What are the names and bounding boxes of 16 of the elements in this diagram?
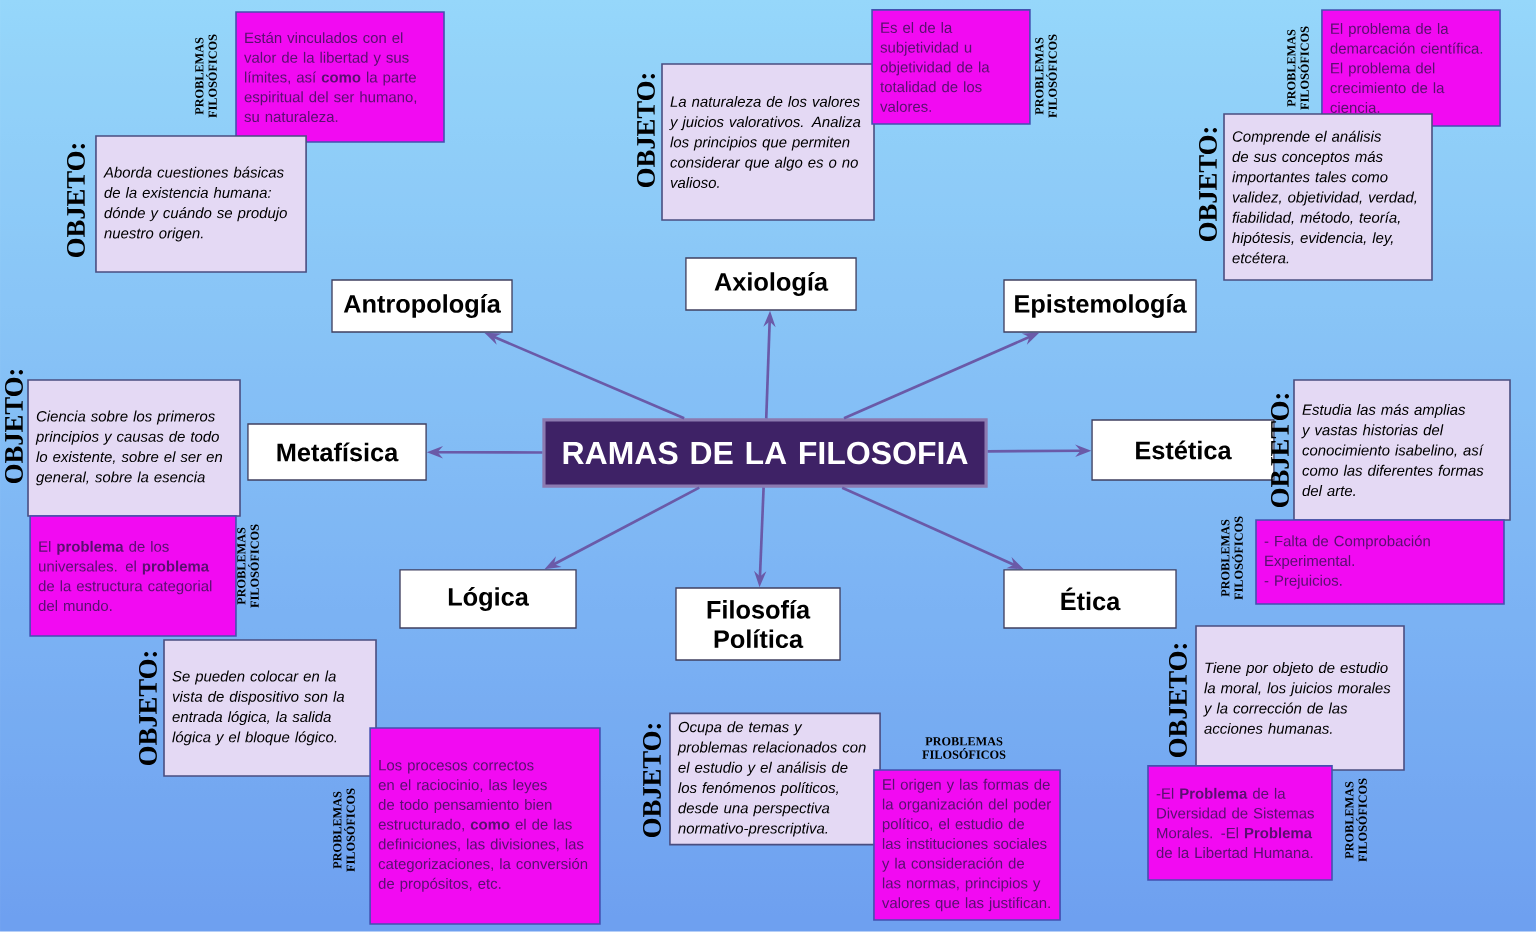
object-heading: OBJETO: [1169,644,1187,757]
branch-box: Lógica [399,569,577,629]
object-heading: OBJETO: [637,74,655,187]
branch-box: Filosofía Política [675,587,841,661]
branch-box: Ética [1003,569,1177,629]
branch-box: Axiología [685,257,857,311]
object-heading: OBJETO: [5,370,24,483]
branch-box: Epistemología [1003,279,1197,333]
object-heading: OBJETO: [67,144,86,257]
branch-box: Metafísica [247,423,427,481]
branch-box: Antropología [331,279,513,333]
object-heading: OBJETO: [1199,128,1217,241]
object-heading: OBJETO: [643,724,661,837]
object-heading: OBJETO: [1271,394,1289,507]
object-heading: OBJETO: [139,652,158,765]
title-box: RAMAS DE LA FILOSOFIA [542,418,988,488]
